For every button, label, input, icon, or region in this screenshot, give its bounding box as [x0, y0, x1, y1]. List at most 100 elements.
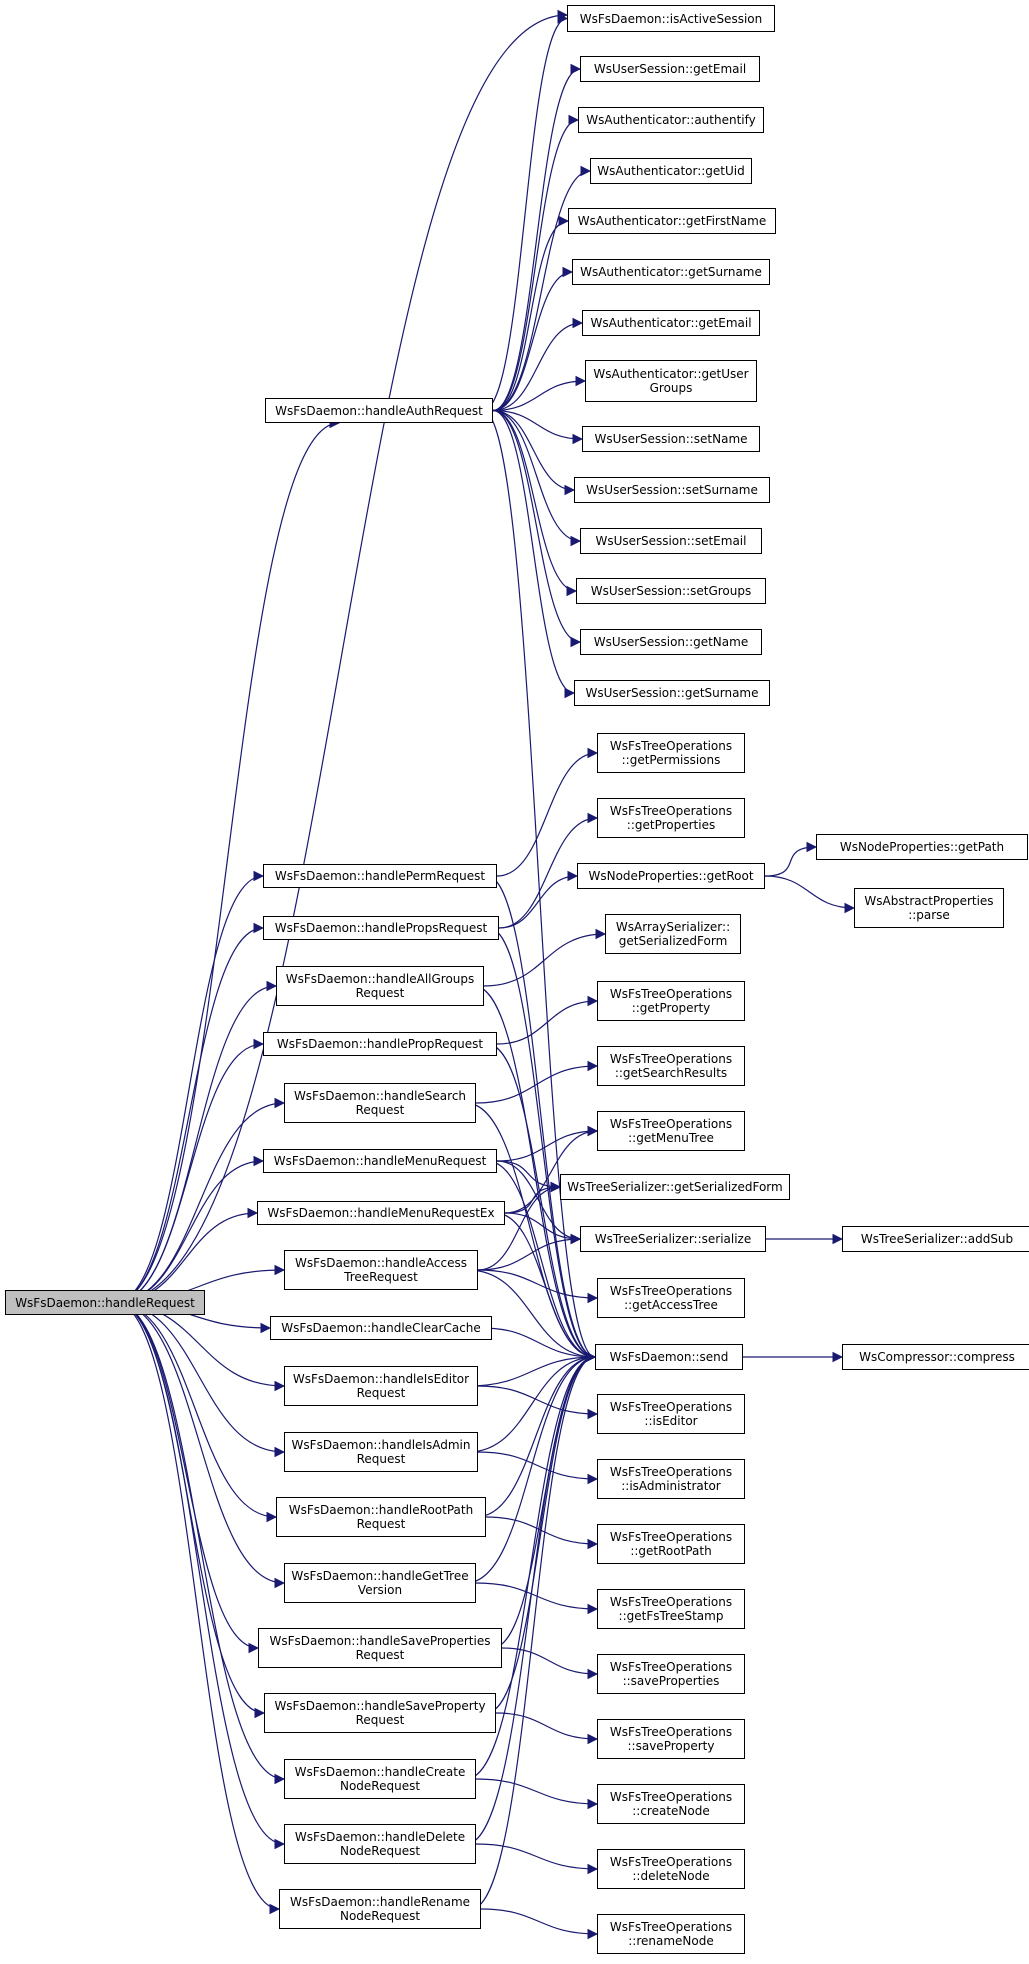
edge-root-to-handle-create-node: [114, 1301, 286, 1785]
node-auth-get-email[interactable]: WsAuthenticator::getEmail: [582, 310, 760, 336]
node-label: WsFsDaemon::handleDelete: [294, 1830, 466, 1844]
node-handle-menu-ex[interactable]: WsFsDaemon::handleMenuRequestEx: [257, 1201, 505, 1225]
node-label: ::getFsTreeStamp: [618, 1609, 724, 1623]
node-handle-menu[interactable]: WsFsDaemon::handleMenuRequest: [263, 1149, 497, 1173]
node-create-node[interactable]: WsFsTreeOperations::createNode: [597, 1784, 745, 1824]
edge-handle-menu-to-tree-serialized: [496, 1160, 562, 1193]
node-us-get-name[interactable]: WsUserSession::getName: [580, 629, 762, 655]
node-parse[interactable]: WsAbstractProperties::parse: [854, 888, 1004, 928]
node-label: ::getAccessTree: [624, 1298, 718, 1312]
node-label: WsFsDaemon::isActiveSession: [579, 11, 763, 26]
node-label: ::getRootPath: [630, 1544, 712, 1558]
node-label: WsFsDaemon::handleAccess: [295, 1256, 467, 1270]
node-rename-node[interactable]: WsFsTreeOperations::renameNode: [597, 1914, 745, 1954]
node-get-access-tree[interactable]: WsFsTreeOperations::getAccessTree: [597, 1278, 745, 1318]
edge-handle-auth-to-set-groups: [492, 409, 578, 597]
node-us-get-email[interactable]: WsUserSession::getEmail: [580, 56, 760, 82]
node-label: NodeRequest: [339, 1909, 421, 1923]
node-label: WsFsTreeOperations: [609, 1530, 733, 1544]
edge-root-to-handle-get-tree-version: [114, 1301, 286, 1589]
node-get-permissions[interactable]: WsFsTreeOperations::getPermissions: [597, 733, 745, 773]
node-add-sub[interactable]: WsTreeSerializer::addSub: [842, 1226, 1029, 1252]
node-get-root[interactable]: WsNodeProperties::getRoot: [577, 863, 765, 889]
node-delete-node[interactable]: WsFsTreeOperations::deleteNode: [597, 1849, 745, 1889]
node-serialize[interactable]: WsTreeSerializer::serialize: [580, 1226, 766, 1252]
node-label: WsFsDaemon::handleClearCache: [281, 1321, 481, 1335]
node-arr-serialized[interactable]: WsArraySerializer::getSerializedForm: [605, 914, 741, 954]
node-root: WsFsDaemon::handleRequest: [5, 1290, 205, 1315]
node-label: Request: [355, 1103, 405, 1117]
node-us-get-surname[interactable]: WsUserSession::getSurname: [574, 680, 770, 706]
node-label: WsUserSession::setGroups: [590, 584, 752, 598]
node-handle-clear-cache[interactable]: WsFsDaemon::handleClearCache: [270, 1316, 492, 1340]
edge-handle-delete-node-to-send: [465, 1351, 597, 1845]
node-compress[interactable]: WsCompressor::compress: [842, 1344, 1029, 1370]
node-get-search-results[interactable]: WsFsTreeOperations::getSearchResults: [597, 1046, 745, 1086]
node-label: ::saveProperty: [627, 1739, 715, 1753]
node-get-property[interactable]: WsFsTreeOperations::getProperty: [597, 981, 745, 1021]
edge-handle-all-groups-to-send: [473, 985, 597, 1363]
node-label: ::getProperties: [626, 818, 716, 832]
node-label: WsArraySerializer::: [615, 920, 731, 934]
node-set-email[interactable]: WsUserSession::setEmail: [580, 528, 762, 554]
edge-handle-create-node-to-send: [465, 1351, 597, 1780]
edge-handle-menu-to-serialize: [496, 1160, 582, 1245]
node-get-fs-tree-stamp[interactable]: WsFsTreeOperations::getFsTreeStamp: [597, 1589, 745, 1629]
node-is-editor[interactable]: WsFsTreeOperations::isEditor: [597, 1394, 745, 1434]
node-set-groups[interactable]: WsUserSession::setGroups: [576, 578, 766, 604]
node-handle-prop[interactable]: WsFsDaemon::handlePropRequest: [263, 1032, 497, 1056]
edge-handle-auth-to-auth-get-surname: [492, 266, 574, 412]
node-authenticate[interactable]: WsAuthenticator::authentify: [578, 107, 764, 133]
node-label: WsAuthenticator::authentify: [586, 113, 756, 127]
node-get-properties[interactable]: WsFsTreeOperations::getProperties: [597, 798, 745, 838]
edge-handle-auth-to-set-email: [492, 409, 582, 547]
edge-handle-perm-to-send: [486, 875, 597, 1363]
node-label: ::saveProperties: [622, 1674, 720, 1688]
node-get-first-name[interactable]: WsAuthenticator::getFirstName: [568, 208, 776, 234]
node-send[interactable]: WsFsDaemon::send: [595, 1344, 743, 1370]
node-save-properties[interactable]: WsFsTreeOperations::saveProperties: [597, 1654, 745, 1694]
node-label: WsUserSession::getSurname: [585, 686, 759, 700]
node-is-administrator[interactable]: WsFsTreeOperations::isAdministrator: [597, 1459, 745, 1499]
edge-handle-get-tree-version-to-get-fs-tree-stamp: [475, 1582, 599, 1615]
node-label: WsFsTreeOperations: [609, 1465, 733, 1479]
node-label: WsAuthenticator::getFirstName: [577, 214, 767, 228]
edge-handle-prop-to-send: [486, 1043, 597, 1363]
node-tree-serialized[interactable]: WsTreeSerializer::getSerializedForm: [560, 1174, 790, 1200]
node-set-name[interactable]: WsUserSession::setName: [582, 426, 760, 452]
node-set-surname[interactable]: WsUserSession::setSurname: [574, 477, 770, 503]
node-get-uid[interactable]: WsAuthenticator::getUid: [590, 158, 752, 184]
node-handle-props[interactable]: WsFsDaemon::handlePropsRequest: [263, 916, 499, 940]
node-get-root-path[interactable]: WsFsTreeOperations::getRootPath: [597, 1524, 745, 1564]
node-auth-get-surname[interactable]: WsAuthenticator::getSurname: [572, 259, 770, 285]
node-get-menu-tree[interactable]: WsFsTreeOperations::getMenuTree: [597, 1111, 745, 1151]
node-label: WsAuthenticator::getUid: [597, 164, 745, 178]
node-label: WsFsDaemon::handlePropRequest: [276, 1037, 484, 1051]
node-label: WsFsTreeOperations: [609, 739, 733, 753]
node-handle-auth[interactable]: WsFsDaemon::handleAuthRequest: [265, 398, 493, 423]
node-label: WsFsTreeOperations: [609, 1725, 733, 1739]
edge-handle-perm-to-get-permissions: [496, 747, 599, 877]
node-is-active-session[interactable]: WsFsDaemon::isActiveSession: [567, 5, 775, 32]
node-save-property[interactable]: WsFsTreeOperations::saveProperty: [597, 1719, 745, 1759]
node-get-path[interactable]: WsNodeProperties::getPath: [816, 834, 1028, 860]
node-label: ::deleteNode: [632, 1869, 710, 1883]
edge-handle-search-to-get-search-results: [475, 1060, 599, 1104]
node-label: Request: [355, 1648, 405, 1662]
node-label: WsFsDaemon::handleRename: [289, 1895, 471, 1909]
node-handle-perm[interactable]: WsFsDaemon::handlePermRequest: [263, 864, 497, 888]
node-label: ::parse: [908, 908, 950, 922]
